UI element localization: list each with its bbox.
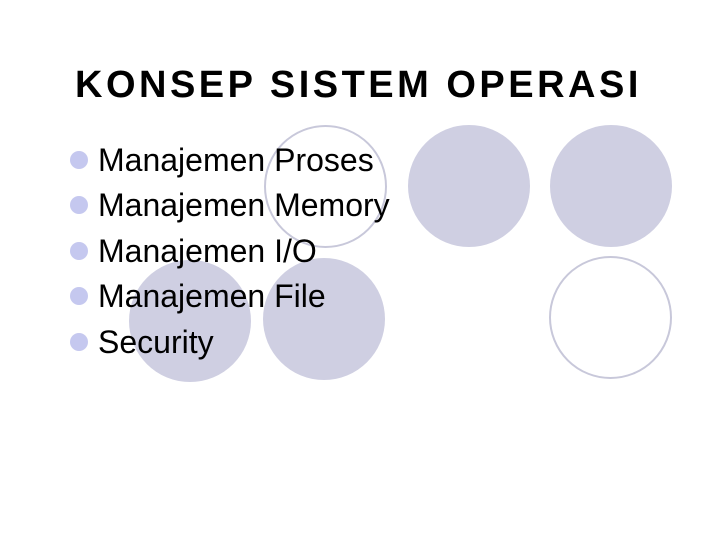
slide-title: KONSEP SISTEM OPERASI <box>75 64 642 106</box>
bullet-label: Manajemen Proses <box>98 141 374 178</box>
bullet-dot-icon <box>70 150 88 169</box>
list-item: Manajemen I/O <box>70 228 390 274</box>
list-item: Security <box>70 319 390 365</box>
list-item: Manajemen File <box>70 274 390 320</box>
filled-circle <box>263 258 385 380</box>
list-item: Manajemen Memory <box>70 183 390 229</box>
outline-circle <box>548 255 672 379</box>
bullet-dot-icon <box>70 196 88 215</box>
bullet-label: Security <box>98 323 214 360</box>
outline-circle <box>263 124 387 248</box>
bullet-dot-icon <box>70 287 88 306</box>
bullet-dot-icon <box>70 332 88 351</box>
bullet-label: Manajemen Memory <box>98 187 390 224</box>
bullet-label: Manajemen I/O <box>98 232 317 269</box>
filled-circle <box>129 260 251 382</box>
bullet-label: Manajemen File <box>98 278 326 315</box>
list-item: Manajemen Proses <box>70 137 390 183</box>
filled-circle <box>550 125 672 247</box>
filled-circle <box>408 125 530 247</box>
bullet-dot-icon <box>70 241 88 260</box>
